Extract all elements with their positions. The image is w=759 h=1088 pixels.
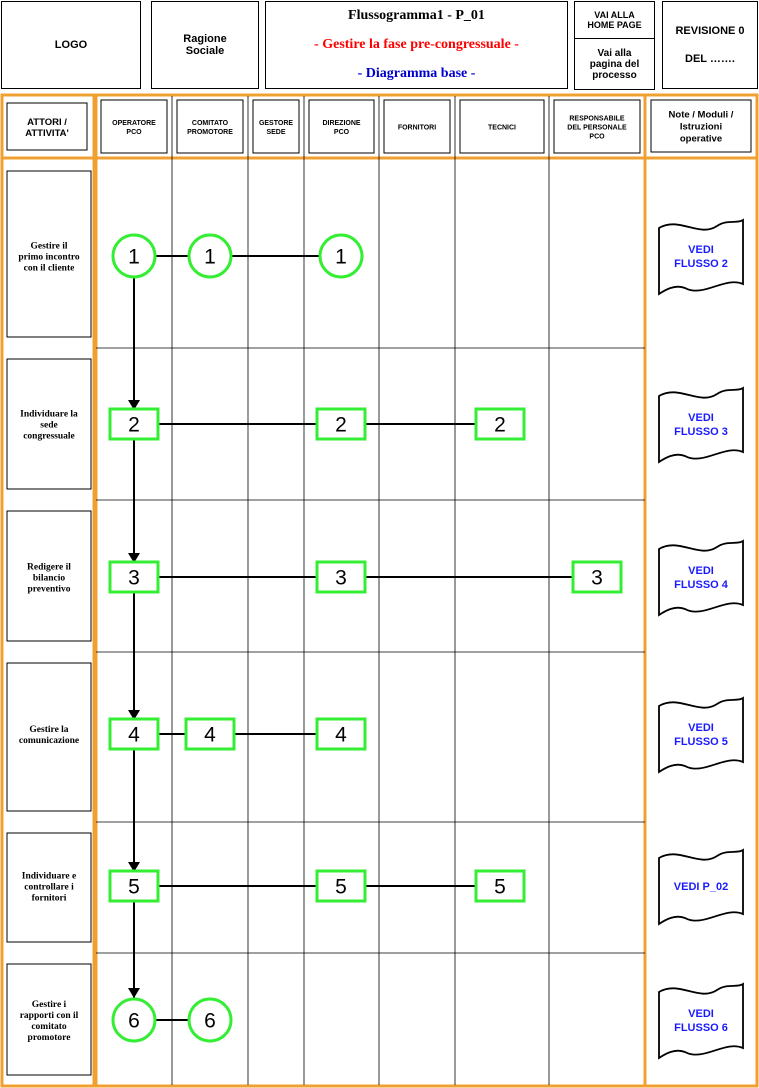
activity-node[interactable] [108, 407, 160, 441]
activity-node[interactable] [111, 997, 157, 1043]
title-box: Flussogramma1 - P_01 - Gestire la fase p… [265, 1, 568, 89]
activity-node[interactable] [184, 717, 236, 751]
activity-node-number: 2 [335, 413, 347, 436]
flow-arrowhead [128, 710, 140, 720]
activity-node-number: 6 [204, 1009, 216, 1032]
activity-node[interactable] [315, 560, 367, 594]
activity-label-box [6, 963, 92, 1076]
actor-header-label: TECNICI [488, 124, 516, 131]
actor-header-label: FORNITORI [398, 124, 436, 131]
activity-node-number: 6 [128, 1009, 140, 1032]
activity-label-box [6, 662, 92, 812]
actor-header-box [308, 99, 375, 154]
process-page-link-label: Vai alla pagina del processo [589, 47, 640, 81]
actor-header-box [553, 99, 641, 154]
home-page-link-label: VAI ALLA HOME PAGE [587, 10, 642, 30]
actor-header-box [100, 99, 168, 154]
activity-label-box [6, 358, 92, 490]
activity-node-number: 5 [335, 875, 347, 898]
activity-node[interactable] [474, 869, 526, 903]
activity-node[interactable] [571, 560, 623, 594]
revision-box: REVISIONE 0 DEL ……. [662, 1, 758, 89]
flow-arrowhead [128, 400, 140, 410]
activity-node[interactable] [318, 233, 364, 279]
activity-node[interactable] [315, 869, 367, 903]
note-document-shape[interactable] [658, 982, 744, 1060]
activity-node-number: 4 [204, 723, 216, 746]
actors-column-frame [0, 93, 96, 1088]
activity-node-number: 1 [335, 245, 347, 268]
activity-node[interactable] [111, 233, 157, 279]
activity-node[interactable] [315, 717, 367, 751]
activity-node[interactable] [315, 407, 367, 441]
activity-node[interactable] [108, 869, 160, 903]
actor-header-box [383, 99, 451, 154]
flow-arrowhead [128, 553, 140, 563]
actor-header-box [459, 99, 545, 154]
revision-label: REVISIONE 0 [675, 25, 745, 37]
note-link-label: VEDI P_02 [674, 881, 728, 893]
activity-label-box [6, 170, 92, 338]
note-document-shape[interactable] [658, 386, 744, 464]
activity-node-number: 1 [204, 245, 216, 268]
revision-date-label: DEL ……. [685, 53, 735, 65]
activity-node-number: 4 [128, 723, 140, 746]
notes-header-box [650, 99, 752, 153]
process-page-link[interactable]: Vai alla pagina del processo [574, 38, 655, 90]
note-document-shape[interactable] [658, 848, 744, 926]
actor-header-box [252, 99, 300, 154]
company-name-label: Ragione Sociale [183, 33, 227, 57]
note-document-shape[interactable] [658, 696, 744, 774]
activity-node-number: 4 [335, 723, 347, 746]
page-title: Flussogramma1 - P_01 [348, 8, 485, 23]
activity-node-number: 1 [128, 245, 140, 268]
actors-header-label: ATTORI /ATTIVITA' [25, 117, 69, 139]
diagram-type-label: - Diagramma base - [357, 66, 476, 81]
activity-label-box [6, 832, 92, 943]
page-subtitle: - Gestire la fase pre-congressuale - [314, 37, 519, 52]
activity-node-number: 5 [494, 875, 506, 898]
activity-node[interactable] [108, 560, 160, 594]
note-document-shape[interactable] [658, 218, 744, 296]
activity-node-number: 3 [128, 566, 140, 589]
company-name-box: Ragione Sociale [151, 1, 259, 89]
activity-node-number: 3 [591, 566, 603, 589]
activity-node[interactable] [474, 407, 526, 441]
activity-node-number: 3 [335, 566, 347, 589]
lanes-frame [94, 93, 647, 1088]
activity-node-number: 2 [494, 413, 506, 436]
actors-header-box [6, 102, 88, 151]
activity-node[interactable] [187, 997, 233, 1043]
activity-node[interactable] [108, 717, 160, 751]
activity-node[interactable] [187, 233, 233, 279]
logo-box: LOGO [1, 1, 141, 89]
notes-column-frame [643, 93, 759, 1088]
logo-label: LOGO [54, 39, 88, 51]
activity-node-number: 2 [128, 413, 140, 436]
actor-header-box [176, 99, 244, 154]
flow-arrowhead [128, 862, 140, 872]
activity-label-box [6, 510, 92, 642]
flow-arrowhead [128, 988, 140, 998]
note-document-shape[interactable] [658, 539, 744, 617]
activity-node-number: 5 [128, 875, 140, 898]
